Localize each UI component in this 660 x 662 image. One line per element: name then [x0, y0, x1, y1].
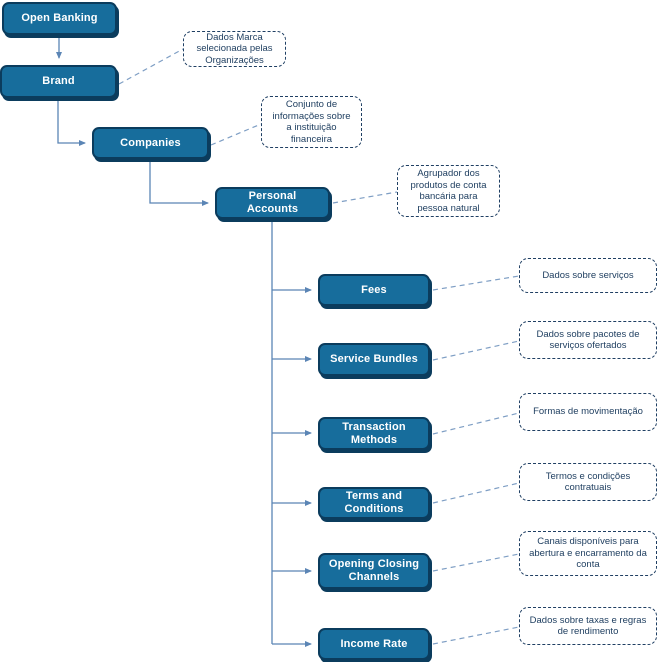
leader-opening-closing-note [432, 553, 520, 572]
note-income-rate: Dados sobre taxas e regras de rendimento [519, 607, 657, 645]
note-opening-closing-channels: Canais disponíveis para abertura e encar… [519, 531, 657, 576]
leader-income-rate-note [432, 626, 520, 645]
note-service-bundles: Dados sobre pacotes de serviços ofertado… [519, 321, 657, 359]
leader-service-bundles-note [432, 340, 520, 361]
node-income-rate[interactable]: Income Rate [318, 628, 430, 660]
note-terms-and-conditions: Termos e condições contratuais [519, 463, 657, 501]
leader-personal-accounts-note [332, 191, 398, 204]
node-open-banking[interactable]: Open Banking [2, 2, 117, 35]
node-fees[interactable]: Fees [318, 274, 430, 306]
node-terms-and-conditions[interactable]: Terms and Conditions [318, 487, 430, 519]
leader-fees-note [432, 275, 520, 291]
note-personal-accounts: Agrupador dos produtos de conta bancária… [397, 165, 500, 217]
leader-transaction-methods-note [432, 412, 520, 435]
note-fees: Dados sobre serviços [519, 258, 657, 293]
node-brand[interactable]: Brand [0, 65, 117, 98]
note-brand: Dados Marca selecionada pelas Organizaçõ… [183, 31, 286, 67]
node-opening-closing-channels[interactable]: Opening Closing Channels [318, 553, 430, 589]
leader-companies-note [210, 123, 262, 146]
node-companies[interactable]: Companies [92, 127, 209, 159]
node-service-bundles[interactable]: Service Bundles [318, 343, 430, 376]
node-transaction-methods[interactable]: Transaction Methods [318, 417, 430, 450]
note-transaction-methods: Formas de movimentação [519, 393, 657, 431]
connector-companies-to-personal-accounts [149, 159, 209, 206]
leader-terms-note [432, 482, 520, 504]
node-personal-accounts[interactable]: Personal Accounts [215, 187, 330, 219]
connector-brand-to-companies [57, 98, 86, 146]
note-companies: Conjunto de informações sobre a institui… [261, 96, 362, 148]
leader-brand-note [118, 48, 184, 85]
